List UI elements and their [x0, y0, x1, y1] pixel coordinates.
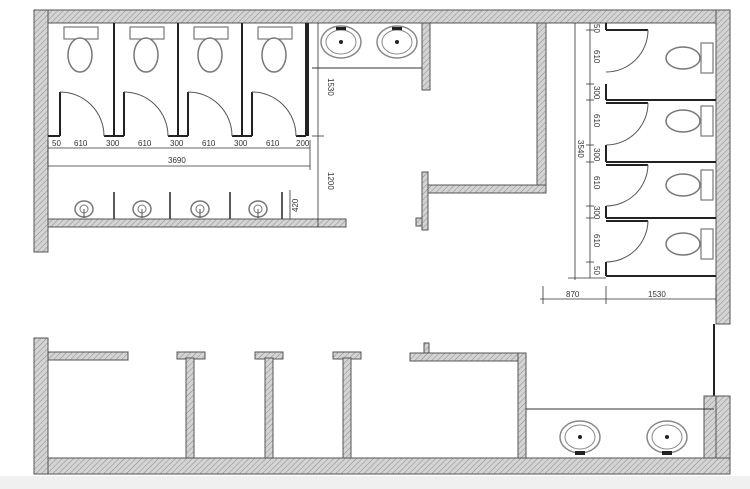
toilet-tank-icon: [700, 228, 714, 260]
toilet-stall-r3[interactable]: [605, 164, 714, 207]
door-swing-icon: [187, 91, 233, 137]
toilet-bowl-icon: [261, 37, 287, 73]
footer-strip: [0, 476, 750, 489]
toilet-bowl-icon: [665, 109, 701, 133]
toilet-stall-r1[interactable]: [605, 29, 714, 74]
outer-walls: [33, 9, 731, 475]
overall-width-label: 3690: [168, 156, 186, 165]
dim-label: 300: [592, 148, 601, 162]
dim-label: 610: [592, 114, 601, 128]
top-wall: [33, 9, 731, 24]
sink-4[interactable]: [646, 420, 688, 455]
dim-label: 1530: [648, 290, 666, 299]
door-swing-icon: [605, 29, 649, 73]
dim-label: 50: [592, 24, 601, 33]
toilet-tank-icon: [63, 26, 99, 40]
toilet-stall-3[interactable]: [187, 26, 233, 137]
urinal-row: 420: [74, 190, 300, 219]
toilet-tank-icon: [193, 26, 229, 40]
bottom-wall: [33, 457, 731, 475]
toilet-tank-icon: [257, 26, 293, 40]
door-swing-icon: [605, 220, 649, 263]
dim-label: 610: [592, 234, 601, 248]
toilet-stall-4[interactable]: [251, 26, 297, 137]
dim-label: 610: [592, 50, 601, 64]
center-walls: [415, 22, 547, 231]
toilet-stall-1[interactable]: [59, 26, 105, 137]
urinal-1[interactable]: [74, 200, 94, 218]
dim-label: 610: [74, 139, 88, 148]
stall-dimension-line: [47, 140, 311, 170]
vertical-dim-label: 1530: [326, 78, 335, 96]
top-sink-group: [312, 25, 422, 69]
drain-icon: [578, 435, 582, 439]
dim-label: 610: [592, 176, 601, 190]
urinal-2[interactable]: [132, 200, 152, 218]
dim-label: 300: [106, 139, 120, 148]
toilet-bowl-icon: [665, 46, 701, 70]
toilet-stall-2[interactable]: [123, 26, 169, 137]
dim-label: 610: [266, 139, 280, 148]
urinal-4[interactable]: [248, 200, 268, 218]
left-toilet-block: 50 610 300 610 300 610 300 610 200 3690: [47, 23, 347, 228]
toilet-bowl-icon: [665, 173, 701, 197]
door-swing-icon: [59, 91, 105, 137]
door-swing-icon: [251, 91, 297, 137]
dim-label: 50: [592, 266, 601, 275]
dim-label: 50: [52, 139, 61, 148]
drain-icon: [339, 40, 343, 44]
left-wall-lower: [33, 337, 49, 475]
drain-icon: [395, 40, 399, 44]
dim-label: 610: [138, 139, 152, 148]
door-swing-icon: [605, 102, 649, 146]
dim-label: 610: [202, 139, 216, 148]
toilet-bowl-icon: [665, 232, 701, 256]
toilet-tank-icon: [700, 169, 714, 201]
bottom-room-block: [47, 342, 717, 459]
overall-height-label: 3540: [576, 140, 585, 158]
sink-1[interactable]: [320, 25, 362, 59]
toilet-tank-icon: [129, 26, 165, 40]
toilet-tank-icon: [700, 42, 714, 74]
sink-3[interactable]: [559, 420, 601, 455]
toilet-stall-r4[interactable]: [605, 220, 714, 263]
left-wall-upper: [33, 9, 49, 253]
vertical-dim-label: 1200: [326, 172, 335, 190]
door-swing-icon: [123, 91, 169, 137]
bottom-sink-group: [559, 420, 688, 455]
right-wall-upper: [715, 9, 731, 325]
toilet-bowl-icon: [197, 37, 223, 73]
toilet-tank-icon: [700, 105, 714, 137]
dim-label: 300: [170, 139, 184, 148]
sink-2[interactable]: [376, 25, 418, 59]
dim-label: 300: [234, 139, 248, 148]
urinal-height-label: 420: [291, 198, 300, 212]
urinal-3[interactable]: [190, 200, 210, 218]
dim-label: 200: [296, 139, 310, 148]
dim-label: 300: [592, 86, 601, 100]
toilet-stall-r2[interactable]: [605, 100, 714, 146]
right-toilet-block: 50 610 300 610 300 610 300 610 50 3540 8…: [540, 23, 717, 304]
drain-icon: [665, 435, 669, 439]
door-swing-icon: [605, 164, 649, 207]
urinal-floor-wall: [47, 218, 347, 228]
dim-label: 300: [592, 206, 601, 220]
dim-label: 870: [566, 290, 580, 299]
toilet-bowl-icon: [133, 37, 159, 73]
toilet-bowl-icon: [67, 37, 93, 73]
